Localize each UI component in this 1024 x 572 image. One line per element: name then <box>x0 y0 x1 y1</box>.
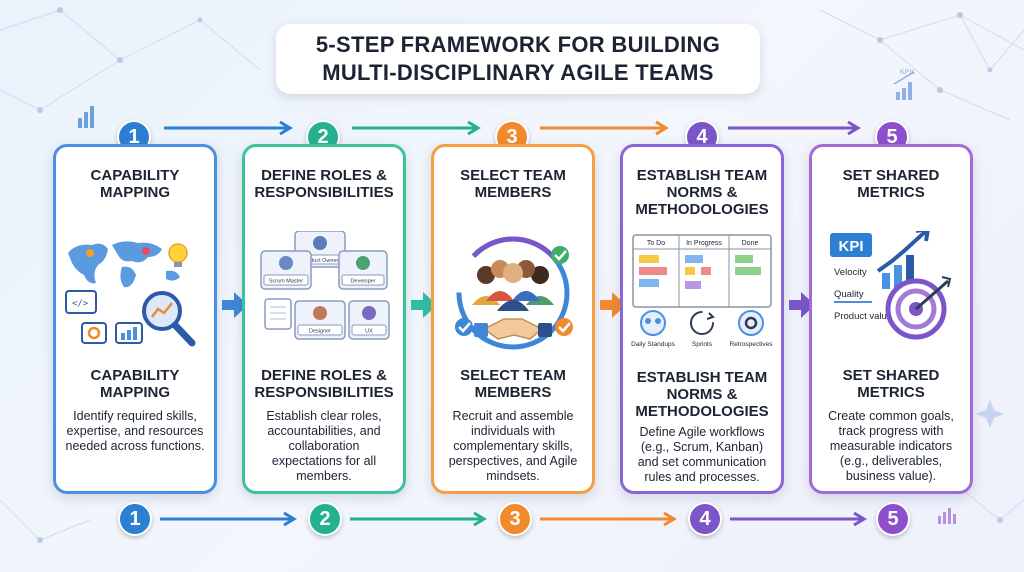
metric-label: Product value <box>834 311 892 322</box>
kpi-badge-label: KPI <box>838 238 863 255</box>
step-4-description: Define Agile workflows (e.g., Scrum, Kan… <box>637 425 767 484</box>
step-5-subheading: SET SHARED METRICS <box>842 367 940 401</box>
role-card-icon: Scrum Master <box>260 250 312 290</box>
role-label: Product Owner <box>302 258 339 264</box>
standup-icon <box>640 310 666 336</box>
kanban-board-icon: To Do In Progress Done <box>632 234 772 308</box>
chevron-right-icon <box>600 292 626 318</box>
norms-methodologies-illustration: To Do In Progress Done Daily Standups Sp <box>631 234 774 348</box>
role-card-icon: UX <box>348 300 390 340</box>
step-4-card: ESTABLISH TEAM NORMS & METHODOLOGIES To … <box>620 144 784 494</box>
step-4-heading: ESTABLISH TEAM NORMS & METHODOLOGIES <box>635 167 769 218</box>
step-2-heading: DEFINE ROLES & RESPONSIBILITIES <box>254 167 394 201</box>
checkmark-icon <box>455 246 573 336</box>
step-1-subheading: CAPABILITY MAPPING <box>90 367 180 401</box>
step-3-card: SELECT TEAM MEMBERS <box>431 144 595 494</box>
bottom-flow-arrows <box>160 511 867 527</box>
title-banner: 5-STEP FRAMEWORK FOR BUILDING MULTI-DISC… <box>276 24 760 94</box>
board-column-label: In Progress <box>686 240 722 247</box>
target-icon <box>885 276 952 340</box>
bg-kpi-label: KPIs <box>900 69 915 76</box>
roles-illustration: Product Owner Scrum Master Developer Des… <box>260 231 390 340</box>
role-label: Designer <box>309 329 331 335</box>
handshake-icon <box>474 318 552 340</box>
step-4-subheading: ESTABLISH TEAM NORMS & METHODOLOGIES <box>635 369 769 420</box>
team-selection-illustration <box>455 236 573 350</box>
ritual-label: Daily Standups <box>631 341 675 348</box>
sparkle-icon <box>976 400 1004 428</box>
step-2-subheading: DEFINE ROLES & RESPONSIBILITIES <box>254 367 394 401</box>
metric-label: Quality <box>834 289 864 300</box>
capability-mapping-illustration: </> <box>65 241 196 347</box>
chevron-right-icon <box>222 292 248 318</box>
magnifier-icon <box>142 291 196 347</box>
step-3-heading: SELECT TEAM MEMBERS <box>460 167 566 201</box>
chevron-right-icon <box>411 292 437 318</box>
ritual-label: Retrospectives <box>730 341 774 348</box>
role-card-icon: Developer <box>338 250 388 290</box>
step-3-subheading: SELECT TEAM MEMBERS <box>460 367 566 401</box>
retrospective-gear-icon <box>738 310 764 336</box>
metric-label: Velocity <box>834 267 867 278</box>
svg-text:</>: </> <box>72 299 89 309</box>
step-5-number-bottom: 5 <box>876 502 910 536</box>
step-3-description: Recruit and assemble individuals with co… <box>448 409 578 483</box>
board-column-label: To Do <box>647 240 665 247</box>
step-2-card: DEFINE ROLES & RESPONSIBILITIES Product … <box>242 144 406 494</box>
code-icon: </> <box>65 290 97 314</box>
step-5-description: Create common goals, track progress with… <box>828 409 954 483</box>
kpi-badge-icon: KPI <box>830 233 872 257</box>
map-pin-icon <box>86 247 150 257</box>
role-label: Developer <box>350 279 375 285</box>
bg-bars-icon <box>938 508 956 524</box>
step-4-number-bottom: 4 <box>688 502 722 536</box>
lightbulb-icon <box>168 243 188 267</box>
bottom-step-flow: 1 2 3 4 5 <box>0 502 1024 542</box>
step-5-heading: SET SHARED METRICS <box>842 167 940 201</box>
step-1-number-bottom: 1 <box>118 502 152 536</box>
step-2-number-bottom: 2 <box>308 502 342 536</box>
top-flow-arrows <box>164 120 861 136</box>
bg-chart-icon <box>78 106 94 128</box>
board-column-label: Done <box>742 240 759 247</box>
role-card-icon: Designer <box>294 300 346 340</box>
team-icon <box>472 260 554 311</box>
metrics-illustration: KPI Velocity Quality Product value <box>830 231 952 340</box>
document-icon <box>264 298 292 330</box>
sprint-cycle-icon <box>690 311 715 335</box>
step-1-card: CAPABILITY MAPPING </> <box>53 144 217 494</box>
world-map-icon <box>68 241 180 288</box>
step-3-number-bottom: 3 <box>498 502 532 536</box>
ritual-label: Sprints <box>692 341 713 348</box>
step-5-card: SET SHARED METRICS KPI Velocity Quality … <box>809 144 973 494</box>
role-label: Scrum Master <box>269 279 303 285</box>
gear-icon <box>81 322 107 344</box>
chart-icon <box>115 322 143 344</box>
step-1-description: Identify required skills, expertise, and… <box>65 409 205 453</box>
chevron-right-icon <box>789 292 815 318</box>
role-label: UX <box>365 329 373 335</box>
title-line-1: 5-STEP FRAMEWORK FOR BUILDING <box>315 32 721 57</box>
title-line-2: MULTI-DISCIPLINARY AGILE TEAMS <box>322 60 714 85</box>
bg-kpi-chart-icon <box>893 71 915 100</box>
growth-chart-icon <box>876 231 930 289</box>
step-2-description: Establish clear roles, accountabilities,… <box>266 409 382 483</box>
step-1-heading: CAPABILITY MAPPING <box>90 167 180 201</box>
